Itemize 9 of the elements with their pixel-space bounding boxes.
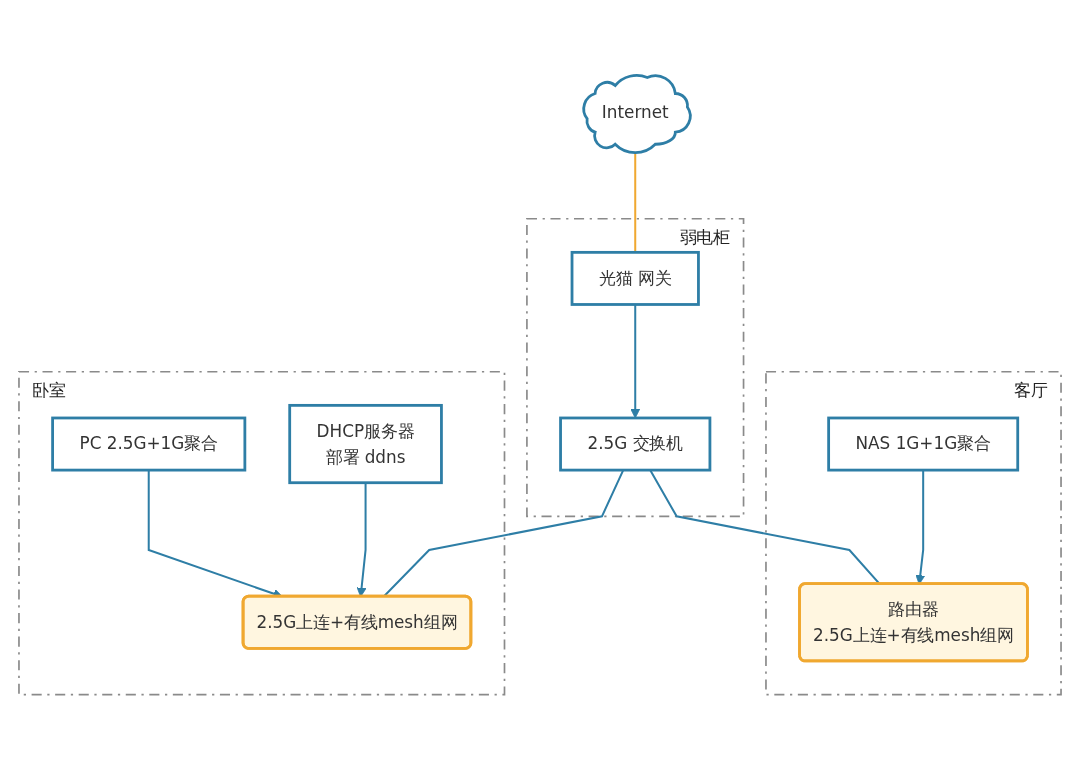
cluster	[526, 217, 745, 517]
node-box	[570, 250, 700, 306]
node-box	[288, 403, 443, 484]
cluster	[18, 370, 506, 695]
node-box	[827, 416, 1020, 471]
arrow	[630, 304, 641, 418]
node-box	[559, 416, 712, 471]
cluster	[765, 370, 1062, 695]
node-box	[51, 416, 247, 471]
